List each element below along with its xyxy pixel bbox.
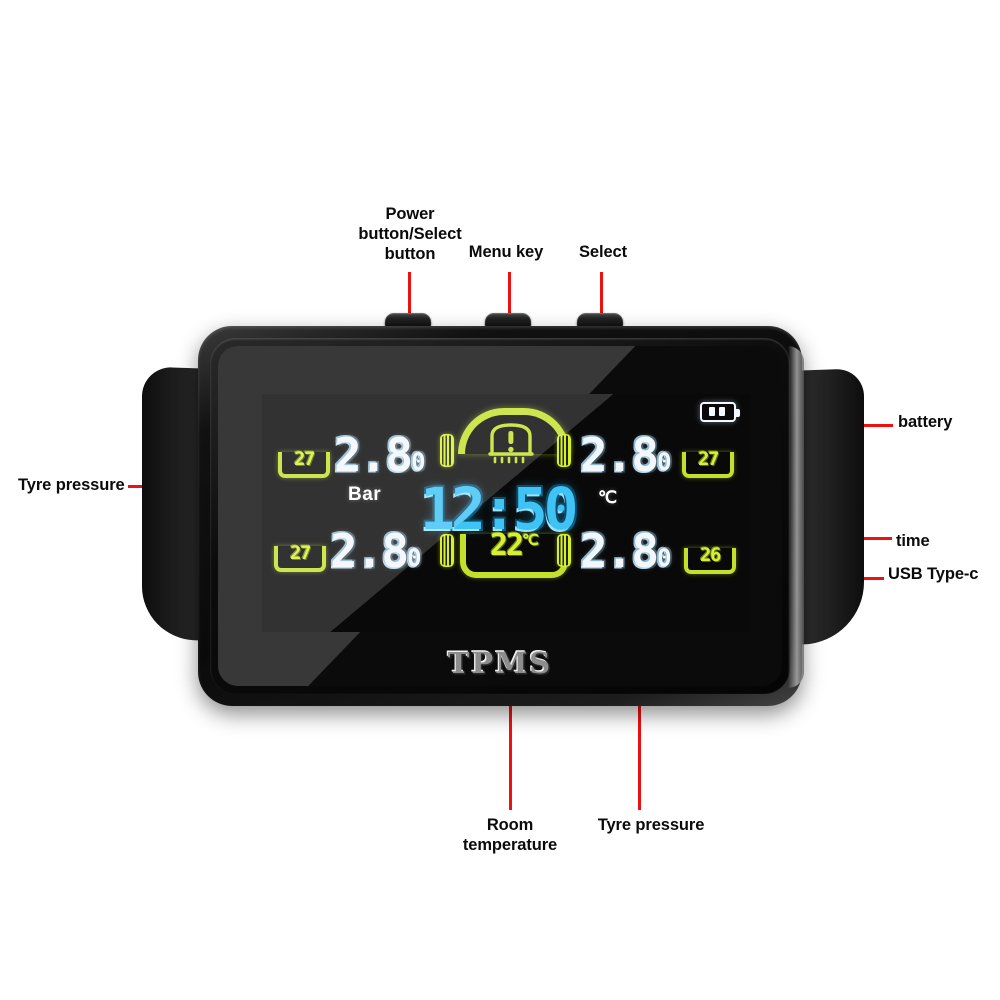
brand-logo: TPMS	[447, 646, 553, 680]
tpms-low-pressure-warning-icon	[486, 420, 536, 464]
pressure-value-rear-left: 2.8	[330, 524, 409, 578]
tyre-tread-icon-front-left	[440, 434, 454, 467]
annotation-select: Select	[578, 243, 627, 261]
battery-icon	[700, 402, 740, 422]
tpms-device: 27 2.80 Bar	[142, 310, 864, 720]
annotation-menu-key: Menu key	[468, 243, 544, 261]
annotation-room-temperature: Room temperature	[462, 816, 558, 855]
lcd-screen: 27 2.80 Bar	[262, 394, 750, 632]
power-select-button[interactable]	[385, 313, 431, 328]
tyre-temperature-rear-right: 26	[684, 544, 736, 574]
leader-select	[600, 272, 603, 320]
pressure-decimal-rear-left: 0	[407, 544, 421, 572]
pressure-value-rear-right: 2.8	[580, 524, 659, 578]
annotation-tyre-pressure-bottom: Tyre pressure	[597, 816, 705, 834]
tyre-bracket-icon	[684, 548, 736, 574]
leader-power-select	[408, 272, 411, 322]
room-temperature-unit: ℃	[522, 531, 539, 549]
tyre-tread-icon-rear-left	[440, 534, 454, 567]
annotation-usb-type-c: USB Type-c	[888, 565, 979, 583]
device-glass-panel: 27 2.80 Bar	[218, 346, 782, 686]
tyre-pressure-rear-right: 2.80	[580, 528, 672, 574]
leader-room-temperature	[509, 618, 512, 810]
tyre-tread-icon-rear-right	[557, 534, 571, 567]
device-shell: 27 2.80 Bar	[198, 326, 804, 706]
annotation-battery: battery	[898, 413, 953, 431]
annotation-tyre-pressure-left: Tyre pressure	[18, 476, 125, 494]
select-button[interactable]	[577, 313, 623, 328]
shell-metal-edge	[788, 346, 804, 688]
pressure-value-front-right: 2.8	[580, 428, 659, 482]
tyre-temperature-value-front-right: 27	[698, 448, 719, 470]
pressure-unit-label: Bar	[348, 484, 382, 505]
tyre-pressure-front-left: 2.80	[334, 432, 426, 478]
pressure-value-front-left: 2.8	[334, 428, 413, 482]
device-bezel: 27 2.80 Bar	[210, 338, 790, 694]
room-temperature-readout: 22℃	[490, 528, 539, 563]
room-temperature-badge: 22℃	[460, 528, 568, 578]
pressure-decimal-front-left: 0	[411, 448, 425, 476]
tyre-temperature-front-left: 27	[278, 448, 330, 478]
tyre-temperature-front-right: 27	[682, 448, 734, 478]
tyre-bracket-icon	[682, 452, 734, 478]
battery-bar-2	[719, 407, 725, 416]
menu-key-button[interactable]	[485, 313, 531, 328]
battery-bar-1	[709, 407, 715, 416]
tyre-temperature-value-rear-right: 26	[700, 544, 721, 566]
tyre-tread-icon-front-right	[557, 434, 571, 467]
room-temperature-value: 22	[490, 528, 524, 563]
annotation-power-select-button: Power button/Select button	[358, 205, 462, 264]
leader-menu-key	[508, 272, 511, 322]
pressure-decimal-rear-right: 0	[657, 544, 671, 572]
tyre-pressure-rear-left: 2.80	[330, 528, 422, 574]
tyre-pressure-front-right: 2.80	[580, 432, 672, 478]
annotation-time: time	[896, 532, 930, 550]
pressure-decimal-front-right: 0	[657, 448, 671, 476]
temperature-unit-label: ℃	[598, 488, 618, 507]
tyre-temperature-value-rear-left: 27	[290, 542, 311, 564]
tyre-temperature-rear-left: 27	[274, 542, 326, 572]
tyre-temperature-value-front-left: 27	[294, 448, 315, 470]
